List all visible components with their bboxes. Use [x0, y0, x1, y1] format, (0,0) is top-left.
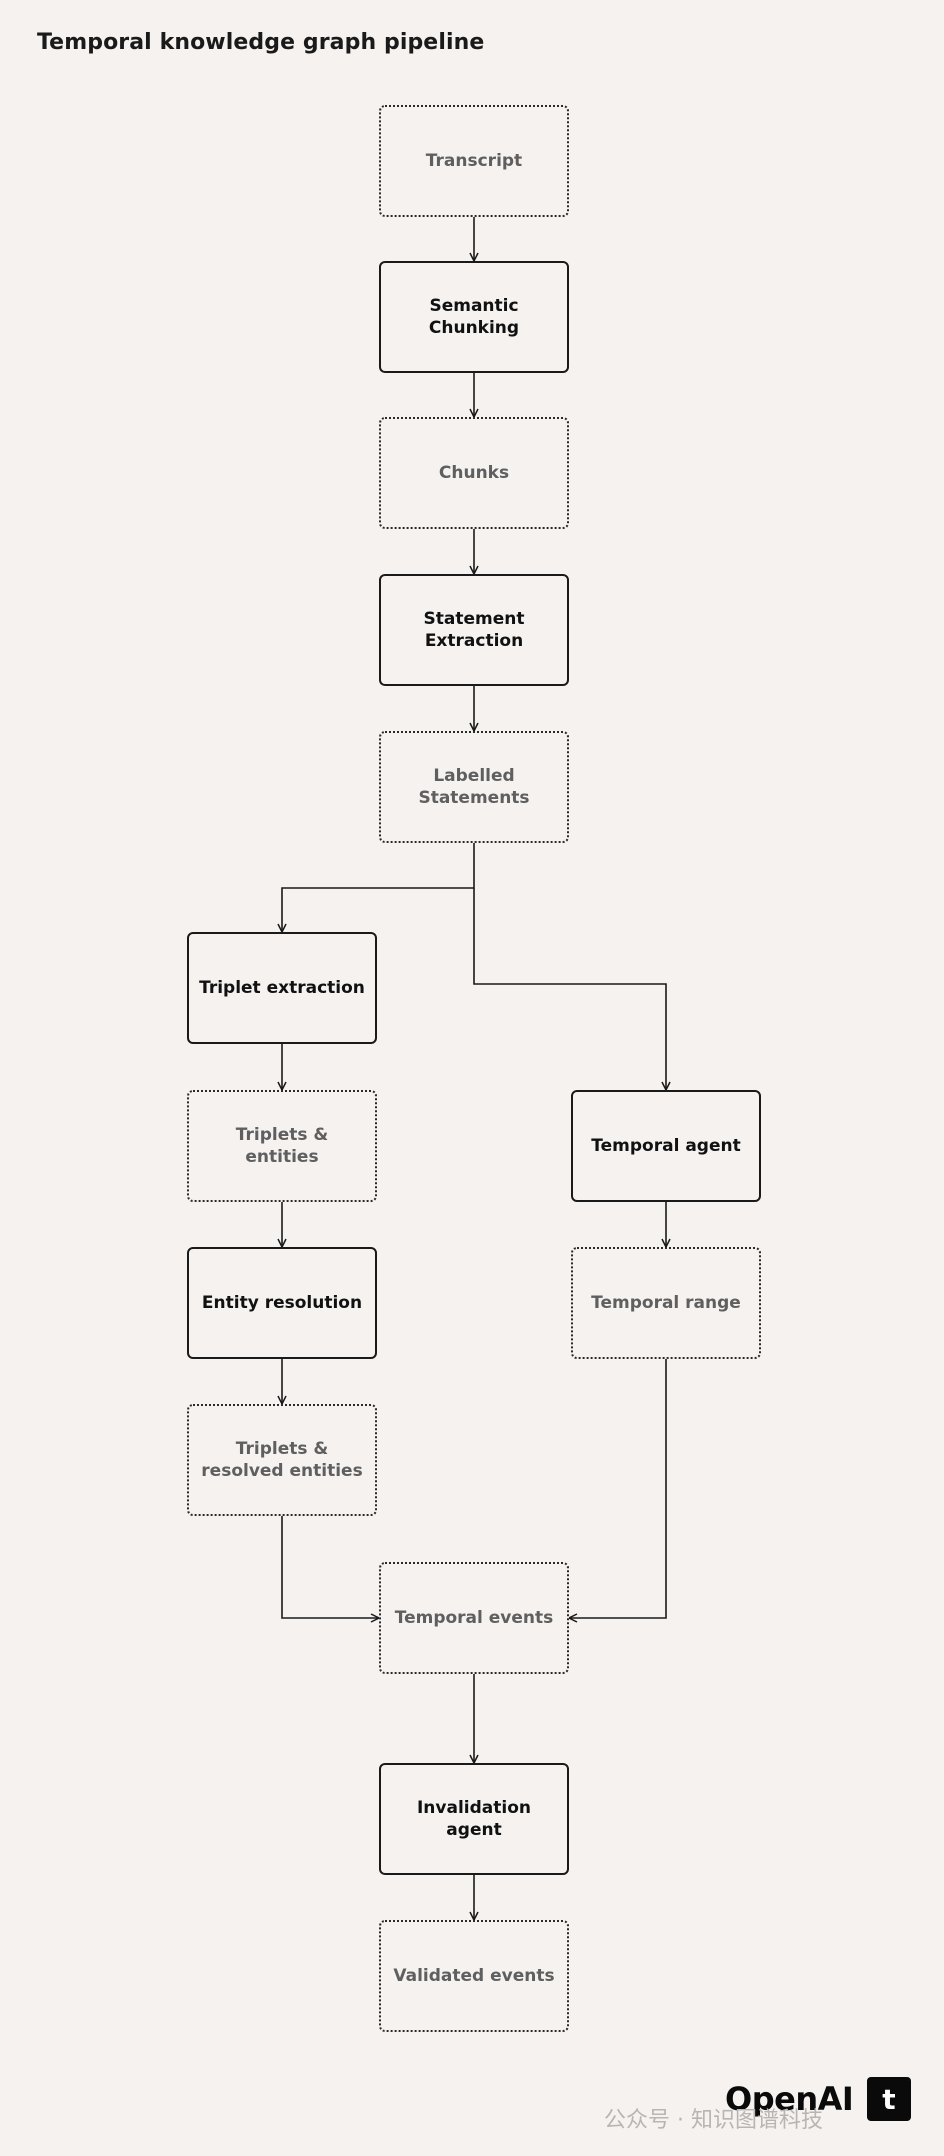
- node-chunks: Chunks: [379, 417, 569, 529]
- node-triplets-entities: Triplets & entities: [187, 1090, 377, 1202]
- node-triplets-resolved-entities: Triplets & resolved entities: [187, 1404, 377, 1516]
- edge-temporal-range-to-temporal-events: [569, 1359, 667, 1618]
- node-labelled-statements: Labelled Statements: [379, 731, 569, 843]
- node-temporal-range: Temporal range: [571, 1247, 761, 1359]
- node-validated-events: Validated events: [379, 1920, 569, 2032]
- node-semantic-chunking: Semantic Chunking: [379, 261, 569, 373]
- watermark-text: 公众号 · 知识图谱科技: [604, 2108, 823, 2133]
- node-entity-resolution: Entity resolution: [187, 1247, 377, 1359]
- node-temporal-agent: Temporal agent: [571, 1090, 761, 1202]
- node-temporal-events: Temporal events: [379, 1562, 569, 1674]
- node-statement-extraction: Statement Extraction: [379, 574, 569, 686]
- node-triplet-extraction: Triplet extraction: [187, 932, 377, 1044]
- edge-triplets-resolved-to-temporal-events: [281, 1516, 379, 1618]
- edge-labelled-statements-to-triplet-extraction: [282, 843, 475, 932]
- edge-labelled-statements-to-temporal-agent: [473, 888, 666, 1090]
- node-invalidation-agent: Invalidation agent: [379, 1763, 569, 1875]
- node-transcript: Transcript: [379, 105, 569, 217]
- openai-logo: OpenAI: [725, 2080, 854, 2118]
- diagram-title: Temporal knowledge graph pipeline: [37, 30, 485, 55]
- brand-badge-icon: t: [867, 2077, 911, 2121]
